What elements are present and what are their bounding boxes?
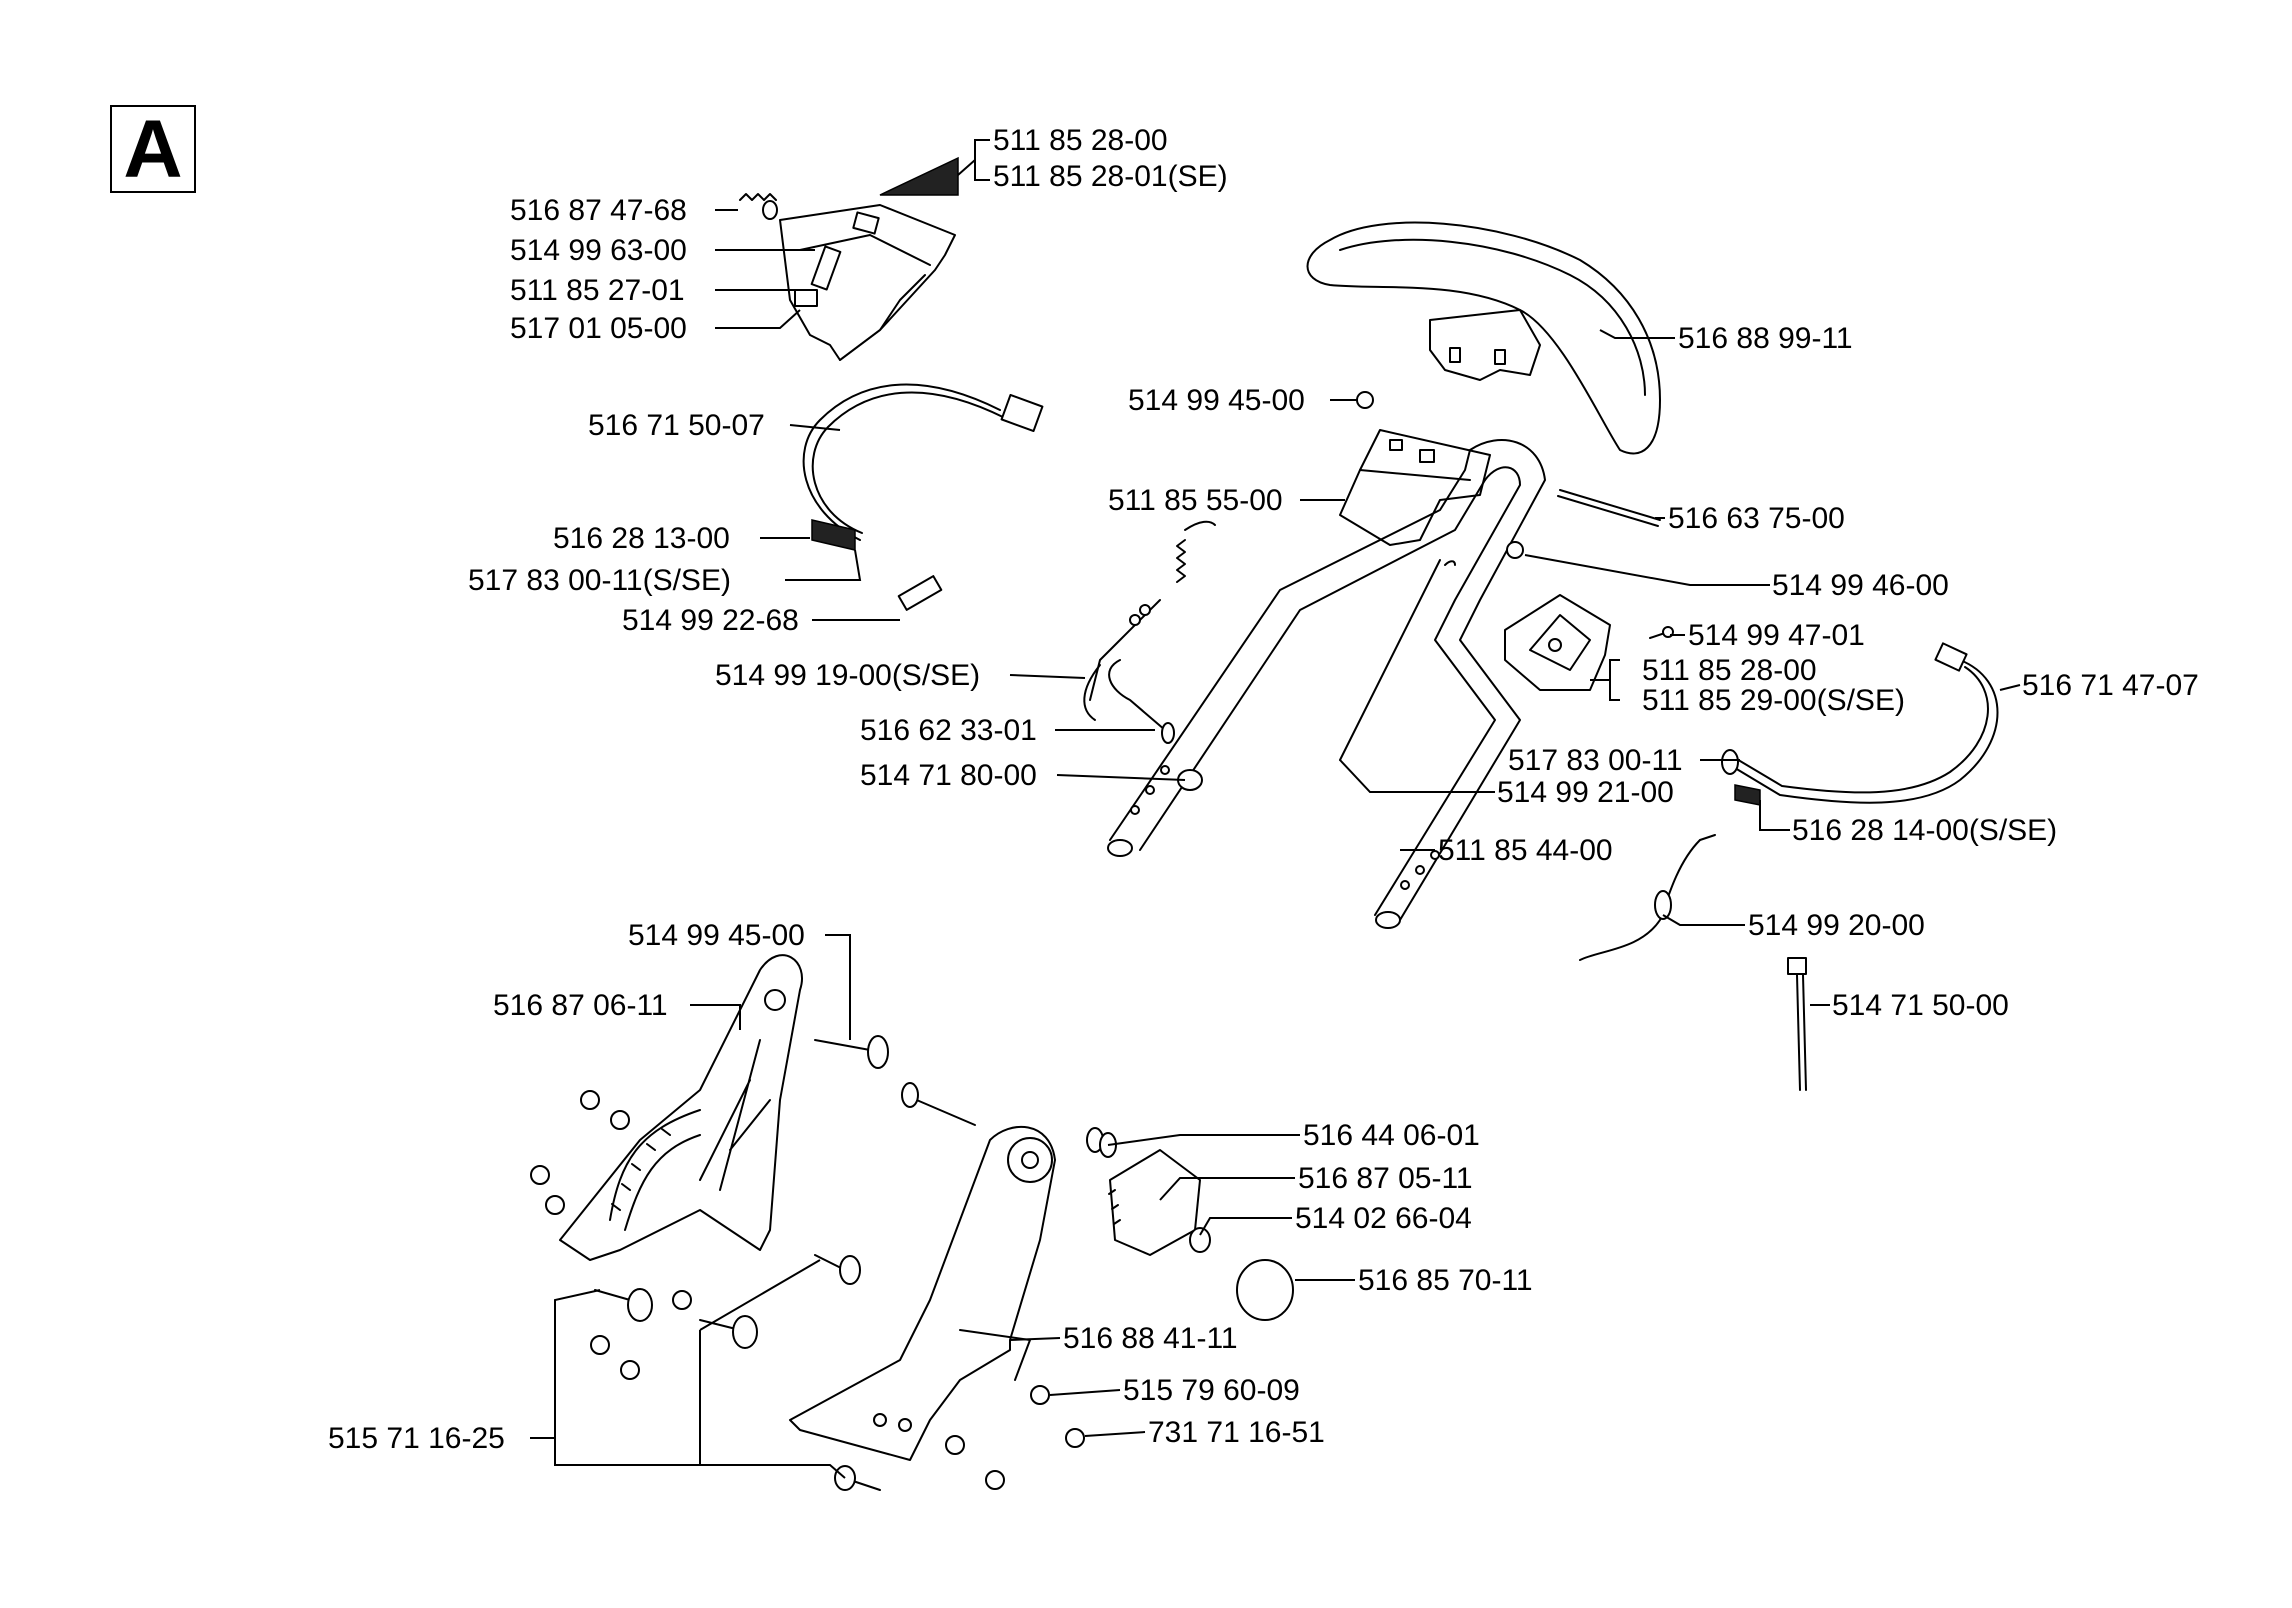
part-label: 517 83 00-11(S/SE): [468, 564, 731, 597]
right-height-bracket: [789, 1126, 1056, 1461]
part-label: 514 71 80-00: [860, 759, 1037, 792]
cable-right: [1721, 642, 1999, 806]
part-label: 731 71 16-51: [1148, 1416, 1325, 1449]
left-height-bracket: [559, 954, 803, 1261]
part-label: 511 85 29-00(S/SE): [1642, 684, 1905, 717]
part-label: 514 99 22-68: [622, 604, 799, 637]
part-label: 516 62 33-01: [860, 714, 1037, 747]
part-label: 511 85 28-01(SE): [993, 160, 1228, 193]
spring-small: [739, 193, 778, 220]
part-number-labels: 511 85 28-00 511 85 28-01(SE) 516 87 47-…: [328, 124, 2199, 1455]
part-label: 516 28 14-00(S/SE): [1792, 814, 2057, 847]
part-label: 511 85 55-00: [1108, 484, 1283, 517]
screw-small: [1649, 626, 1674, 639]
part-label: 516 28 13-00: [553, 522, 730, 555]
part-label: 511 85 28-00: [1642, 654, 1817, 687]
cable-lower-right: [1579, 834, 1716, 961]
part-label: 511 85 44-00: [1438, 834, 1613, 867]
part-label: 516 87 47-68: [510, 194, 687, 227]
part-label: 517 01 05-00: [510, 312, 687, 345]
part-label: 517 83 00-11: [1508, 744, 1683, 777]
part-label: 516 63 75-00: [1668, 502, 1845, 535]
part-label: 516 71 47-07: [2022, 669, 2199, 702]
part-label: 516 87 06-11: [493, 989, 668, 1022]
rod: [1557, 489, 1661, 527]
mounting-bracket: [1339, 429, 1491, 546]
leader-lines: [530, 139, 2021, 1479]
lever-housing: [1504, 594, 1611, 691]
part-label: 514 99 20-00: [1748, 909, 1925, 942]
carriage-bolts: [594, 1035, 976, 1491]
spring-cable: [1083, 520, 1216, 721]
part-label: 514 99 21-00: [1497, 776, 1674, 809]
left-small-hardware: [530, 1090, 692, 1380]
section-letter-box: A: [110, 105, 196, 193]
part-label: 516 44 06-01: [1303, 1119, 1480, 1152]
lower-handle-left: [1107, 449, 1486, 857]
nut-right: [1506, 541, 1524, 559]
part-label: 516 71 50-07: [588, 409, 765, 442]
part-label: 516 88 99-11: [1678, 322, 1853, 355]
lower-handle-right: [1374, 439, 1546, 929]
part-label: 516 88 41-11: [1063, 1322, 1238, 1355]
part-label: 515 71 16-25: [328, 1422, 505, 1455]
right-small-hardware: [945, 1127, 1294, 1490]
part-label: 511 85 27-01: [510, 274, 685, 307]
part-label: 514 71 50-00: [1832, 989, 2009, 1022]
upper-cable-left: [802, 383, 1044, 551]
part-label: 511 85 28-00: [993, 124, 1168, 157]
part-label: 515 79 60-09: [1123, 1374, 1300, 1407]
upper-handle: [1306, 221, 1661, 455]
part-label: 514 99 47-01: [1688, 619, 1865, 652]
part-label: 514 99 45-00: [1128, 384, 1305, 417]
part-label: 516 85 70-11: [1358, 1264, 1533, 1297]
part-label: 514 99 45-00: [628, 919, 805, 952]
part-label: 516 87 05-11: [1298, 1162, 1473, 1195]
pin-small: [897, 575, 943, 611]
part-label: 514 99 63-00: [510, 234, 687, 267]
throttle-cable: [1339, 559, 1456, 761]
cable-tie: [1787, 957, 1807, 1091]
bolt-top: [1356, 391, 1374, 409]
part-label: 514 99 19-00(S/SE): [715, 659, 980, 692]
part-label: 514 99 46-00: [1772, 569, 1949, 602]
control-housing: [779, 204, 956, 361]
part-label: 514 02 66-04: [1295, 1202, 1472, 1235]
hook-rod: [1108, 659, 1175, 744]
decal-triangle: [879, 156, 959, 196]
